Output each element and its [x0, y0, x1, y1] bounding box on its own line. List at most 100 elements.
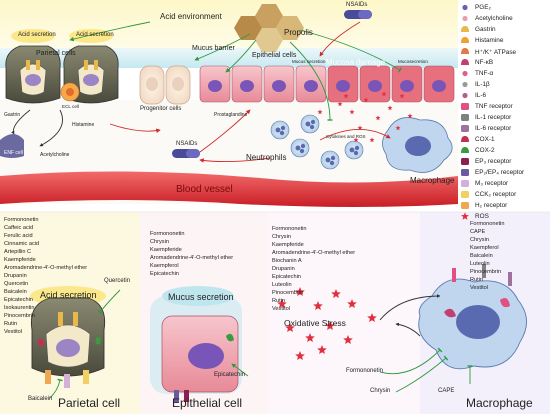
- ep2-ep4-receptor-shape-icon: [461, 169, 469, 176]
- cape-label-bottom: CAPE: [438, 388, 455, 394]
- epithelial-compound: Kaempferol: [150, 263, 179, 269]
- legend-label: IL-6 receptor: [475, 125, 512, 132]
- epithelial-cell: [327, 65, 359, 103]
- neutrophil: [344, 140, 364, 160]
- ecl-cell-label: ECL cell: [62, 104, 79, 109]
- ros-star: [285, 323, 295, 332]
- top-panel: [0, 0, 458, 207]
- chrysin-label-bottom: Chrysin: [370, 388, 391, 394]
- pathway-arrows: [11, 21, 402, 163]
- legend-label: Gastrin: [475, 26, 496, 33]
- ros-star: [317, 345, 327, 354]
- legend-label: H₂ receptor: [475, 202, 508, 209]
- legend-item: PGE₂: [459, 2, 549, 13]
- cox1-shape-icon: [461, 136, 469, 142]
- legend-item: IL-6 receptor: [459, 123, 549, 134]
- pge2-dot-icon: [462, 4, 468, 11]
- parietal-compound: Formononetin: [4, 217, 39, 223]
- epithelial-compound: Chrysin: [150, 239, 169, 245]
- parietal-compound: Artepillin C: [4, 249, 32, 255]
- oxidative-compound: Luteolin: [272, 282, 292, 288]
- legend-label: TNF-α: [475, 70, 494, 77]
- ros-star: [367, 313, 377, 322]
- legend-item: EP₂/EP₄ receptor: [459, 167, 549, 178]
- ros-star: [317, 109, 323, 115]
- il6-receptor-shape-icon: [461, 125, 469, 132]
- legend-item: H₂ receptor: [459, 200, 549, 211]
- legend-item: TNF receptor: [459, 101, 549, 112]
- ros-star: [343, 93, 349, 99]
- ros-star: [337, 101, 343, 107]
- ecl-cell: [60, 82, 80, 102]
- legend-item: IL-1β: [459, 79, 549, 90]
- epithelial-cell: [231, 65, 263, 103]
- legend-label: EP₃ receptor: [475, 158, 512, 165]
- macrophage-compound: Luteolin: [470, 261, 490, 267]
- blood-vessel: [0, 171, 458, 207]
- il1b-dot-icon: [462, 81, 468, 88]
- baicalein-label: Baicalein: [28, 396, 53, 402]
- parietal-cell-title: Parietal cell: [58, 396, 121, 410]
- legend-label: Acetylcholine: [475, 15, 513, 22]
- cck2-receptor-shape-icon: [461, 191, 469, 198]
- epithelial-compound: Kaempferide: [150, 247, 182, 253]
- gastrin-label: Gastrin: [4, 112, 21, 118]
- ros-star: [295, 351, 305, 360]
- legend-item: EP₃ receptor: [459, 156, 549, 167]
- legend-label: COX-1: [475, 136, 495, 143]
- legend-item: TNF-α: [459, 68, 549, 79]
- parietal-cells-label: Parietal cells: [36, 50, 76, 57]
- ros-star: [353, 137, 359, 143]
- cytokines-ros-label: Cytokines and ROS: [326, 134, 366, 139]
- ros-star: [399, 93, 405, 99]
- macrophage-compound: Vestitol: [470, 285, 489, 291]
- legend-item: H⁺/K⁺ ATPase: [459, 46, 549, 57]
- neutrophil: [270, 120, 290, 140]
- m3-receptor-shape-icon: [461, 180, 469, 187]
- ros-star: [381, 91, 387, 97]
- legend-label: ROS: [475, 213, 489, 220]
- histamine-label: Histamine: [72, 122, 95, 128]
- parietal-compound: Rutin: [4, 321, 18, 327]
- macrophage-compound: Kaempferol: [470, 245, 499, 251]
- acid-secretion-cloud-1: [11, 29, 55, 43]
- parietal-compound: Vestitol: [4, 329, 23, 335]
- mucus-secretion-large-label: Mucus secretion: [168, 292, 234, 302]
- legend-item: NF-κB: [459, 57, 549, 68]
- legend-item: IL-1 receptor: [459, 112, 549, 123]
- parietal-compound: Kaempferide: [4, 257, 36, 263]
- ros-star: [375, 115, 381, 121]
- blood-vessel-label: Blood vessel: [176, 184, 233, 195]
- parietal-compound: Cinnamic acid: [4, 241, 40, 247]
- ros-star: [387, 105, 393, 111]
- oxidative-compound: Aromadendrine-4′-O-methyl ether: [272, 250, 356, 256]
- parietal-cell-1: [5, 45, 61, 104]
- acid-secretion-label-2: Acid secretion: [76, 32, 114, 38]
- parietal-compound: Isokaurentin: [4, 305, 35, 311]
- mucus-secretion-label-top: Mucus secretion: [292, 59, 326, 64]
- legend-label: IL-6: [475, 92, 487, 99]
- legend-item: COX-2: [459, 145, 549, 156]
- ros-star: [295, 287, 305, 296]
- ep3-receptor-shape-icon: [461, 158, 469, 165]
- tnf-receptor-shape-icon: [461, 103, 469, 110]
- tnf-alpha-dot-icon: [462, 70, 468, 77]
- epithelial-cell: [199, 65, 231, 103]
- parietal-cell-large: [30, 286, 106, 388]
- legend-label: CCK₂ receptor: [475, 191, 517, 198]
- il6-dot-icon: [462, 92, 468, 99]
- oxidative-compound: Kaempferide: [272, 242, 304, 248]
- oxidative-compound: Epicatechin: [272, 274, 301, 280]
- mucosecretion-label: Mucosecretion: [398, 59, 428, 64]
- ros-star: [347, 299, 357, 308]
- parietal-compound: Caffeic acid: [4, 225, 34, 231]
- macrophage-compound: Chrysin: [470, 237, 489, 243]
- nsaids-pill-top: [344, 10, 372, 19]
- parietal-compound: Pinocembrin: [4, 313, 36, 319]
- ros-star: [349, 109, 355, 115]
- macrophage-compound: Rutin: [470, 277, 484, 283]
- atpase-shape-icon: [461, 48, 469, 54]
- epithelial-cell: [423, 65, 455, 103]
- progenitor-cells-label: Progenitor cells: [140, 106, 182, 112]
